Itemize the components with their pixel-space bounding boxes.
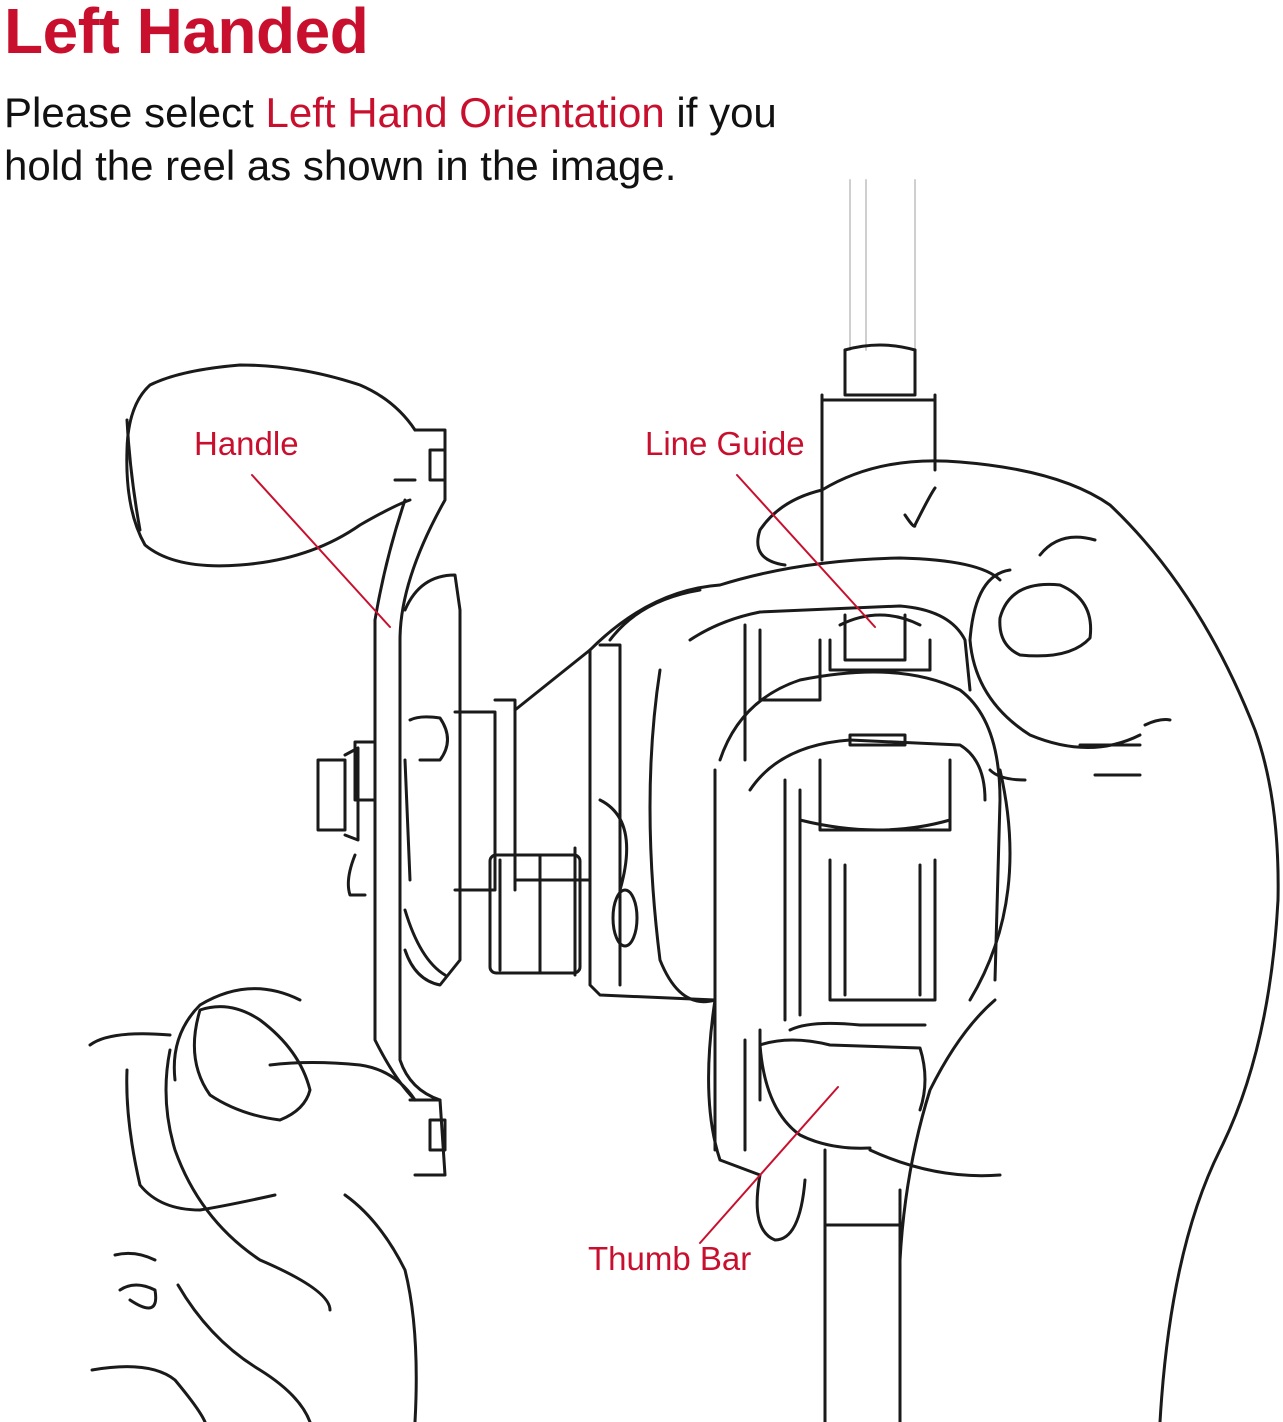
thumb-bar-callout-line [699,1086,839,1244]
instruction-text: Please select Left Hand Orientation if y… [4,86,904,192]
instruction-prefix: Please select [4,89,266,136]
left-hand [88,987,418,1422]
instruction-line-2: hold the reel as shown in the image. [4,142,677,189]
rod-grip [755,1148,1002,1422]
line-guide-callout-line [736,474,876,628]
thumb-bar-label: Thumb Bar [588,1240,752,1277]
star-drag [403,573,592,987]
callout-lines [251,474,876,1244]
rod-seat [820,343,937,562]
upper-handle-knob [125,363,417,568]
page-title: Left Handed [4,0,369,67]
line-guide-label: Line Guide [645,425,805,462]
reel-side-plate [713,670,1002,1152]
handle-label: Handle [194,425,299,462]
right-hand [756,459,1280,1422]
thumb-bar [758,1021,927,1150]
handle-callout-line [251,474,391,628]
instruction-suffix: if you [664,89,777,136]
drag-knob [488,846,582,977]
rod-background [849,179,916,351]
orientation-highlight: Left Hand Orientation [265,89,665,136]
reel-body [588,556,1002,1177]
